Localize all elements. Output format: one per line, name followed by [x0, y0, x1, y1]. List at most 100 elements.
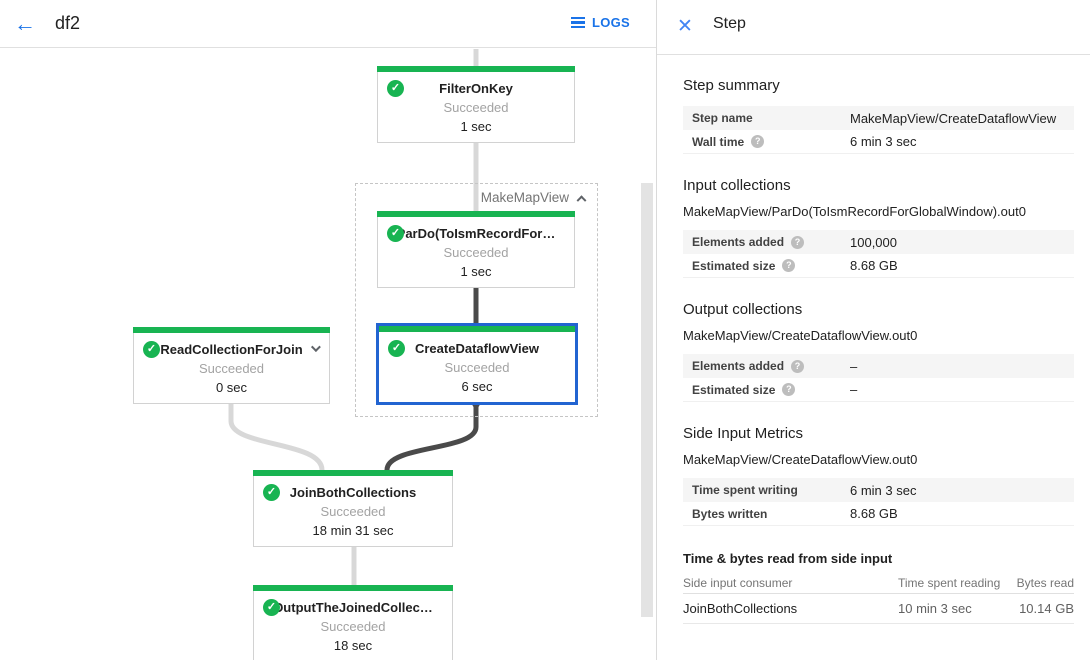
group-label: MakeMapView	[480, 190, 569, 205]
success-check-icon: ✓	[143, 341, 160, 358]
node-status: Succeeded	[320, 619, 386, 634]
kv-value: –	[850, 382, 858, 397]
job-header: ← df2 LOGS	[0, 0, 656, 48]
node-status: Succeeded	[444, 360, 510, 375]
panel-divider	[656, 0, 657, 660]
kv-label: Step name	[692, 111, 753, 125]
success-check-icon: ✓	[388, 340, 405, 357]
node-title: ParDo(ToIsmRecordFor…	[396, 226, 556, 241]
node-status-bar	[133, 327, 330, 333]
kv-label: Estimated size	[692, 382, 776, 397]
back-arrow-icon[interactable]: ←	[14, 11, 36, 36]
node-status: Succeeded	[198, 361, 265, 376]
table-header-row: Side input consumer Time spent reading B…	[683, 572, 1074, 594]
graph-node-createdataflowview[interactable]: ✓ CreateDataflowView Succeeded 6 sec	[376, 323, 578, 405]
node-time: 6 sec	[461, 379, 493, 394]
node-status-bar	[377, 211, 575, 217]
kv-row-estimated-size: Estimated size? –	[683, 378, 1074, 402]
kv-label: Time spent writing	[692, 483, 798, 497]
job-title: df2	[55, 13, 81, 33]
graph-node-outputthejoinedcollection[interactable]: ✓ OutputTheJoinedCollec… Succeeded 18 se…	[253, 585, 453, 660]
step-panel-title: Step	[713, 15, 746, 32]
success-check-icon: ✓	[387, 225, 404, 242]
kv-row-bytes-written: Bytes written 8.68 GB	[683, 502, 1074, 526]
kv-label: Estimated size	[692, 258, 776, 273]
cell-time: 10 min 3 sec	[898, 601, 972, 616]
kv-row-wall-time: Wall time? 6 min 3 sec	[683, 130, 1074, 154]
graph-node-joinbothcollections[interactable]: ✓ JoinBothCollections Succeeded 18 min 3…	[253, 470, 453, 547]
help-icon[interactable]: ?	[782, 383, 796, 396]
output-collections-rows: Elements added? – Estimated size? –	[683, 354, 1074, 402]
vertical-scrollbar[interactable]	[641, 183, 653, 617]
node-title: OutputTheJoinedCollec…	[273, 600, 433, 615]
node-time: 18 sec	[333, 638, 373, 653]
help-icon[interactable]: ?	[791, 235, 805, 249]
side-input-read-table: Side input consumer Time spent reading B…	[683, 572, 1074, 624]
graph-node-readcollectionforjoin[interactable]: ✓ ReadCollectionForJoin Succeeded 0 sec	[133, 327, 330, 404]
kv-value: MakeMapView/CreateDataflowView	[850, 110, 1057, 126]
node-title: CreateDataflowView	[414, 341, 540, 356]
graph-node-pardo-toismrecord[interactable]: ✓ ParDo(ToIsmRecordFor… Succeeded 1 sec	[377, 211, 575, 288]
success-check-icon: ✓	[387, 80, 404, 97]
close-icon[interactable]: ✕	[677, 16, 693, 37]
col-side-input-consumer: Side input consumer	[683, 575, 793, 590]
logs-button-label: LOGS	[591, 15, 630, 30]
help-icon[interactable]: ?	[791, 359, 805, 373]
cell-bytes: 10.14 GB	[1019, 601, 1074, 616]
step-summary-rows: Step name MakeMapView/CreateDataflowView…	[683, 106, 1074, 154]
kv-label: Elements added	[692, 235, 785, 249]
node-status-bar	[379, 326, 575, 332]
logs-list-icon	[570, 17, 585, 28]
table-row: JoinBothCollections 10 min 3 sec 10.14 G…	[683, 594, 1074, 624]
logs-button[interactable]: LOGS	[570, 15, 630, 30]
kv-value: 6 min 3 sec	[850, 482, 917, 498]
chevron-up-icon	[576, 195, 587, 206]
node-time: 0 sec	[215, 380, 248, 395]
input-collections-heading: Input collections	[683, 177, 791, 194]
step-summary-heading: Step summary	[683, 77, 780, 94]
job-graph-panel: ← df2 LOGS M	[0, 0, 656, 660]
kv-value: 6 min 3 sec	[850, 134, 917, 149]
node-status-bar	[253, 585, 453, 591]
kv-row-elements-added: Elements added? 100,000	[683, 230, 1074, 254]
side-input-collection-name: MakeMapView/CreateDataflowView.out0	[683, 452, 918, 467]
graph-node-filteronkey[interactable]: ✓ FilterOnKey Succeeded 1 sec	[377, 66, 575, 143]
output-collection-name: MakeMapView/CreateDataflowView.out0	[683, 328, 918, 343]
success-check-icon: ✓	[263, 599, 280, 616]
kv-value: 8.68 GB	[850, 506, 898, 521]
step-panel-header: ✕ Step	[657, 0, 1090, 55]
side-input-metrics-heading: Side Input Metrics	[683, 425, 804, 442]
input-collections-rows: Elements added? 100,000 Estimated size? …	[683, 230, 1074, 278]
side-input-read-table-section: Time & bytes read from side input Side i…	[683, 551, 1074, 624]
node-time: 1 sec	[460, 264, 492, 279]
output-collections-heading: Output collections	[683, 301, 803, 318]
node-status-bar	[377, 66, 575, 72]
kv-label: Bytes written	[692, 506, 768, 521]
input-collection-name: MakeMapView/ParDo(ToIsmRecordForGlobalWi…	[683, 204, 1026, 219]
kv-value: –	[850, 358, 858, 374]
kv-row-step-name: Step name MakeMapView/CreateDataflowView	[683, 106, 1074, 130]
kv-value: 100,000	[850, 234, 897, 250]
node-status: Succeeded	[443, 100, 509, 115]
side-input-metrics-rows: Time spent writing 6 min 3 sec Bytes wri…	[683, 478, 1074, 526]
step-details-panel: ✕ Step Step summary Step name MakeMapVie…	[657, 0, 1090, 660]
kv-row-estimated-size: Estimated size? 8.68 GB	[683, 254, 1074, 278]
composite-group-makemapview: MakeMapView	[355, 183, 598, 417]
group-collapse-toggle[interactable]: MakeMapView	[480, 190, 587, 206]
node-status: Succeeded	[443, 245, 509, 260]
help-icon[interactable]: ?	[782, 259, 796, 272]
kv-label: Elements added	[692, 359, 785, 373]
node-time: 1 sec	[460, 119, 492, 134]
node-status-bar	[253, 470, 453, 476]
node-title: FilterOnKey	[439, 81, 513, 96]
cell-consumer: JoinBothCollections	[683, 601, 798, 616]
graph-canvas[interactable]: MakeMapView ✓ FilterOnKey Succeeded 1 se…	[0, 49, 656, 660]
node-title: JoinBothCollections	[289, 485, 417, 500]
col-time-spent-reading: Time spent reading	[898, 575, 1001, 590]
help-icon[interactable]: ?	[751, 135, 765, 148]
kv-row-elements-added: Elements added? –	[683, 354, 1074, 378]
node-title: ReadCollectionForJoin	[160, 342, 303, 357]
col-bytes-read: Bytes read	[1016, 575, 1074, 590]
side-input-read-table-heading: Time & bytes read from side input	[683, 551, 893, 566]
